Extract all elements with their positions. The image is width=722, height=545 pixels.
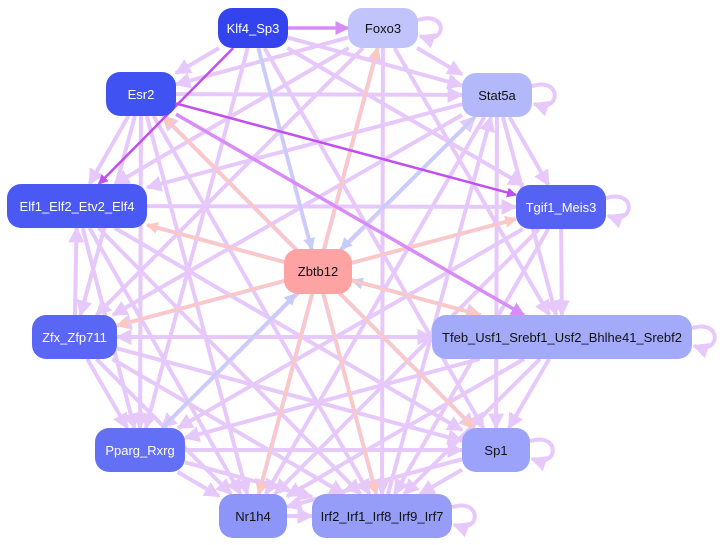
edge-Elf1_Elf2_Etv2_Elf4-to-Sp1	[113, 226, 464, 432]
edge-Zbtb12-to-Elf1_Elf2_Etv2_Elf4	[145, 222, 285, 264]
edge-Esr2-to-Stat5a	[175, 86, 464, 103]
edge-Pparg_Rxrg-to-Zbtb12	[160, 292, 297, 430]
edge-Zbtb12-to-Foxo3	[322, 46, 381, 250]
edge-Pparg_Rxrg-to-Nr1h4	[176, 470, 221, 498]
edge-Zbtb12-to-Tfeb_Usf1_Srebf1_Usf2_Bhlhe41_Srebf2	[351, 279, 482, 318]
edge-Zbtb12-to-Nr1h4	[255, 293, 314, 496]
node-label: Klf4_Sp3	[226, 20, 280, 36]
edge-Zfx_Zfp711-to-Pparg_Rxrg	[85, 357, 129, 430]
edge-Klf4_Sp3-to-Elf1_Elf2_Etv2_Elf4	[97, 47, 235, 185]
edge-Zbtb12-to-Sp1	[339, 292, 476, 430]
node-label: Elf1_Elf2_Etv2_Elf4	[19, 198, 135, 214]
edge-Zfx_Zfp711-to-Elf1_Elf2_Etv2_Elf4	[68, 226, 85, 316]
node-label: Foxo3	[364, 20, 402, 36]
edge-Zbtb12-to-Zfx_Zfp711	[115, 279, 285, 329]
node-label: Zbtb12	[297, 264, 339, 279]
edge-Zbtb12-to-Irf2_Irf1_Irf8_Irf9_Irf7	[322, 293, 380, 496]
node-label: Nr1h4	[235, 508, 271, 524]
edge-Tgif1_Meis3-to-Pparg_Rxrg	[176, 227, 524, 430]
edge-Esr2-to-Tfeb_Usf1_Srebf1_Usf2_Bhlhe41_Srebf2	[175, 112, 526, 317]
self-loops-layer	[417, 16, 717, 538]
node-zfx_zfp711[interactable]: Zfx_Zfp711	[32, 315, 117, 359]
node-tgif1_meis3[interactable]: Tgif1_Meis3	[516, 185, 606, 229]
self-loop-Irf2_Irf1_Irf8_Irf9_Irf7	[451, 503, 477, 538]
edge-Foxo3-to-Elf1_Elf2_Etv2_Elf4	[113, 46, 350, 186]
node-elf1_elf2_etv2_elf4[interactable]: Elf1_Elf2_Etv2_Elf4	[7, 184, 147, 228]
self-loop-Sp1	[529, 437, 555, 472]
node-irf2_irf1_irf8_irf9_irf7[interactable]: Irf2_Irf1_Irf8_Irf9_Irf7	[312, 494, 452, 538]
edge-Foxo3-to-Stat5a	[416, 46, 464, 77]
edge-Elf1_Elf2_Etv2_Elf4-to-Tgif1_Meis3	[146, 198, 518, 215]
edge-Sp1-to-Irf2_Irf1_Irf8_Irf9_Irf7	[418, 467, 464, 496]
node-label: Tfeb_Usf1_Srebf1_Usf2_Bhlhe41_Srebf2	[442, 329, 682, 345]
edge-Zbtb12-to-Tgif1_Meis3	[351, 215, 518, 264]
node-label: Tgif1_Meis3	[525, 199, 597, 215]
self-loop-Stat5a	[531, 82, 557, 117]
node-zbtb12[interactable]: Zbtb12	[284, 249, 352, 294]
node-label: Esr2	[127, 86, 155, 102]
self-loop-Foxo3	[417, 16, 443, 49]
edge-Tfeb_Usf1_Srebf1_Usf2_Bhlhe41_Srebf2-to-Sp1	[507, 357, 551, 430]
edge-Esr2-to-Elf1_Elf2_Etv2_Elf4	[87, 115, 131, 186]
edge-Zbtb12-to-Esr2	[161, 114, 297, 251]
edge-Klf4_Sp3-to-Esr2	[174, 46, 221, 76]
node-label: Sp1	[484, 442, 508, 458]
edge-Stat5a-to-Elf1_Elf2_Etv2_Elf4	[145, 102, 463, 192]
edge-Esr2-to-Irf2_Irf1_Irf8_Irf9_Irf7	[151, 115, 372, 496]
edge-Esr2-to-Tgif1_Meis3	[175, 102, 517, 198]
node-pparg_rxrg[interactable]: Pparg_Rxrg	[95, 428, 185, 472]
node-label: Stat5a	[478, 87, 516, 103]
self-loop-Tfeb_Usf1_Srebf1_Usf2_Bhlhe41_Srebf2	[691, 324, 717, 359]
node-stat5a[interactable]: Stat5a	[462, 73, 532, 117]
edge-Stat5a-to-Nr1h4	[264, 115, 486, 496]
node-label: Pparg_Rxrg	[105, 442, 175, 458]
node-esr2[interactable]: Esr2	[106, 72, 176, 116]
node-nr1h4[interactable]: Nr1h4	[219, 494, 287, 538]
edge-Tfeb_Usf1_Srebf1_Usf2_Bhlhe41_Srebf2-to-Pparg_Rxrg	[183, 357, 481, 442]
edge-Klf4_Sp3-to-Zbtb12	[256, 47, 316, 251]
node-foxo3[interactable]: Foxo3	[348, 8, 418, 48]
edge-Stat5a-to-Tgif1_Meis3	[507, 116, 551, 187]
edge-Zfx_Zfp711-to-Sp1	[116, 346, 464, 445]
node-sp1[interactable]: Sp1	[462, 428, 530, 472]
edge-Stat5a-to-Zfx_Zfp711	[111, 113, 463, 317]
edge-Stat5a-to-Zbtb12	[339, 115, 476, 251]
edge-Klf4_Sp3-to-Tgif1_Meis3	[286, 46, 525, 187]
self-loop-Tgif1_Meis3	[605, 194, 631, 229]
node-label: Irf2_Irf1_Irf8_Irf9_Irf7	[320, 508, 444, 524]
edge-Foxo3-to-Irf2_Irf1_Irf8_Irf9_Irf7	[374, 47, 391, 496]
edge-Tgif1_Meis3-to-Tfeb_Usf1_Srebf1_Usf2_Bhlhe41_Srebf2	[553, 228, 570, 317]
node-label: Zfx_Zfp711	[42, 329, 107, 345]
edge-Pparg_Rxrg-to-Irf2_Irf1_Irf8_Irf9_Irf7	[184, 460, 314, 501]
node-tfeb_usf1_srebf1_usf2_bhlhe41_srebf2[interactable]: Tfeb_Usf1_Srebf1_Usf2_Bhlhe41_Srebf2	[432, 315, 692, 359]
node-klf4_sp3[interactable]: Klf4_Sp3	[218, 8, 288, 48]
